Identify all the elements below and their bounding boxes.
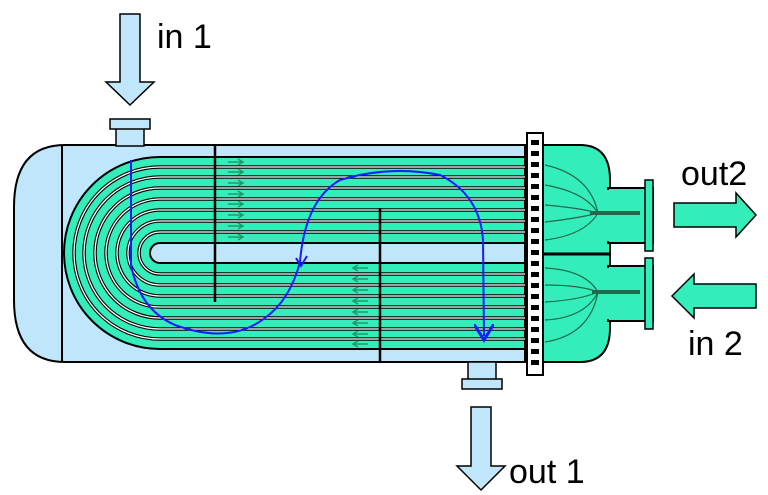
out-2-arrow <box>673 191 758 239</box>
out-1-arrow <box>455 406 507 492</box>
in-1-arrow <box>104 13 156 107</box>
outlet-1-flange <box>461 378 503 390</box>
label-out-1: out 1 <box>509 453 585 491</box>
outlet-2-flange <box>644 179 654 252</box>
label-out-2: out2 <box>681 155 748 193</box>
outlet-1-nozzle <box>467 361 497 381</box>
inlet-1-nozzle <box>115 127 145 147</box>
in-2-arrow <box>670 272 757 320</box>
inlet-1-flange <box>109 118 151 130</box>
shell-flow-arrow-tip <box>295 255 308 268</box>
shell-flow-path <box>130 160 484 336</box>
label-in-1: in 1 <box>157 18 212 56</box>
label-in-2: in 2 <box>688 325 743 363</box>
tube-flow-ticks-top <box>228 158 245 241</box>
tube-flow-ticks-bottom <box>351 264 368 348</box>
channel-streamlines-lower <box>544 267 599 343</box>
tube-sheet-holes <box>531 140 539 365</box>
inlet-2-flange <box>644 257 654 330</box>
